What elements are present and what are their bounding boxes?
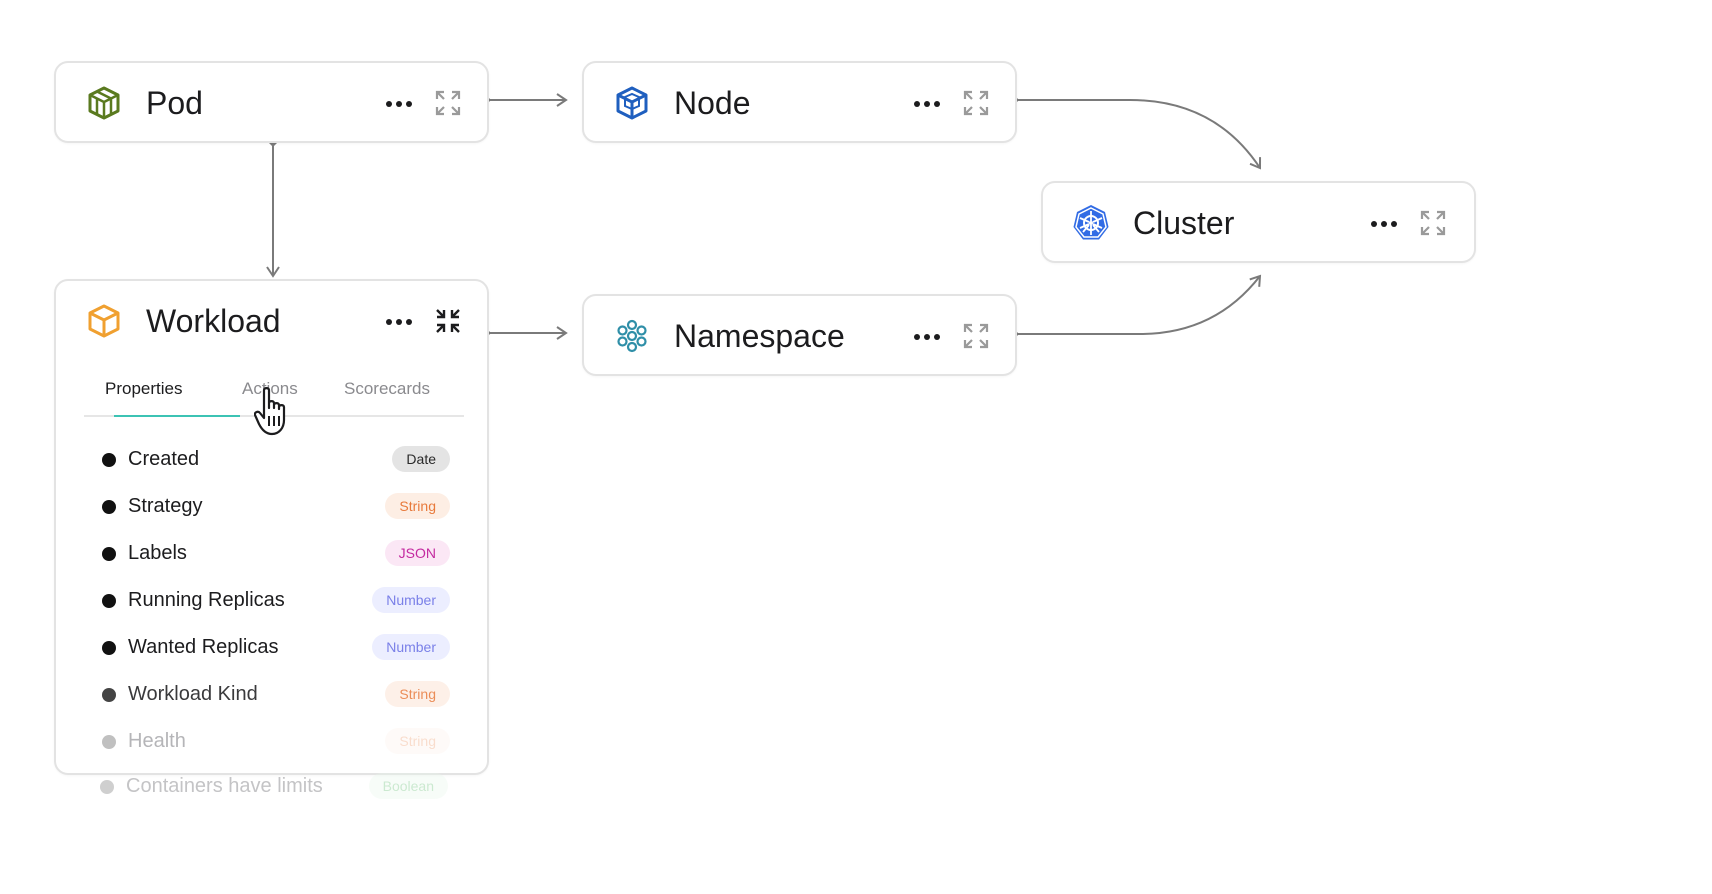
property-label: Workload Kind (128, 683, 258, 705)
property-type-badge: String (385, 493, 450, 519)
pod-more-button[interactable] (384, 89, 414, 117)
property-type-badge: Number (372, 634, 450, 660)
property-type-badge: Date (392, 446, 450, 472)
property-type-badge: Boolean (368, 773, 448, 799)
workload-cube-icon (88, 304, 120, 338)
node-title: Node (674, 85, 751, 121)
property-label: Health (128, 730, 186, 752)
property-row: Strategy String (102, 492, 450, 522)
workload-collapse-icon[interactable] (434, 307, 462, 335)
workload-title: Workload (146, 303, 281, 339)
node-node-header: Node (584, 63, 1015, 143)
property-type-badge: String (385, 681, 450, 707)
property-row: Created Date (102, 445, 450, 475)
active-tab-indicator (114, 415, 240, 417)
property-label: Labels (128, 542, 187, 564)
edge-namespace-to-cluster (1009, 274, 1262, 339)
kubernetes-icon (1073, 205, 1109, 240)
property-row: Labels JSON (102, 539, 450, 569)
tab-scorecards[interactable]: Scorecards (344, 379, 430, 398)
node-cube-icon (616, 86, 648, 120)
edge-node-to-cluster (1009, 95, 1262, 170)
node-more-button[interactable] (912, 89, 942, 117)
property-type-badge: String (385, 728, 450, 754)
namespace-icon (617, 319, 647, 353)
property-label: Running Replicas (128, 589, 285, 611)
property-label: Strategy (128, 495, 203, 517)
pod-node-header: Pod (56, 63, 487, 143)
namespace-expand-icon[interactable] (962, 322, 990, 350)
property-type-badge: Number (372, 587, 450, 613)
node-expand-icon[interactable] (962, 89, 990, 117)
pod-node[interactable]: Pod (54, 61, 489, 143)
namespace-more-button[interactable] (912, 322, 942, 350)
namespace-node[interactable]: Namespace (582, 294, 1017, 376)
property-type-badge: JSON (384, 540, 450, 566)
hand-pointer-cursor-icon (254, 387, 286, 436)
node-node[interactable]: Node (582, 61, 1017, 143)
cluster-expand-icon[interactable] (1419, 209, 1447, 237)
property-label: Wanted Replicas (128, 636, 279, 658)
pod-icon (88, 86, 120, 120)
property-row: Running Replicas Number (102, 586, 450, 616)
property-label: Created (128, 448, 200, 470)
pod-expand-icon[interactable] (434, 89, 462, 117)
property-label: Containers have limits (126, 775, 323, 797)
cluster-node[interactable]: Cluster (1041, 181, 1476, 263)
property-row: Workload Kind String (102, 680, 450, 710)
workload-node-header: Workload (56, 281, 487, 361)
property-row: Wanted Replicas Number (102, 633, 450, 663)
property-row-faded: Containers have limits Boolean (100, 772, 448, 802)
workload-more-button[interactable] (384, 307, 414, 335)
namespace-node-header: Namespace (584, 296, 1015, 376)
namespace-title: Namespace (674, 318, 845, 354)
tab-properties[interactable]: Properties (105, 379, 183, 398)
pod-title: Pod (146, 85, 203, 121)
cluster-node-header: Cluster (1043, 183, 1474, 263)
tab-actions[interactable]: Actions (242, 379, 298, 398)
property-row: Health String (102, 727, 450, 757)
cluster-title: Cluster (1133, 205, 1235, 241)
workload-node[interactable]: Workload Properties Actions Scorecards C… (54, 279, 489, 775)
cluster-more-button[interactable] (1369, 209, 1399, 237)
